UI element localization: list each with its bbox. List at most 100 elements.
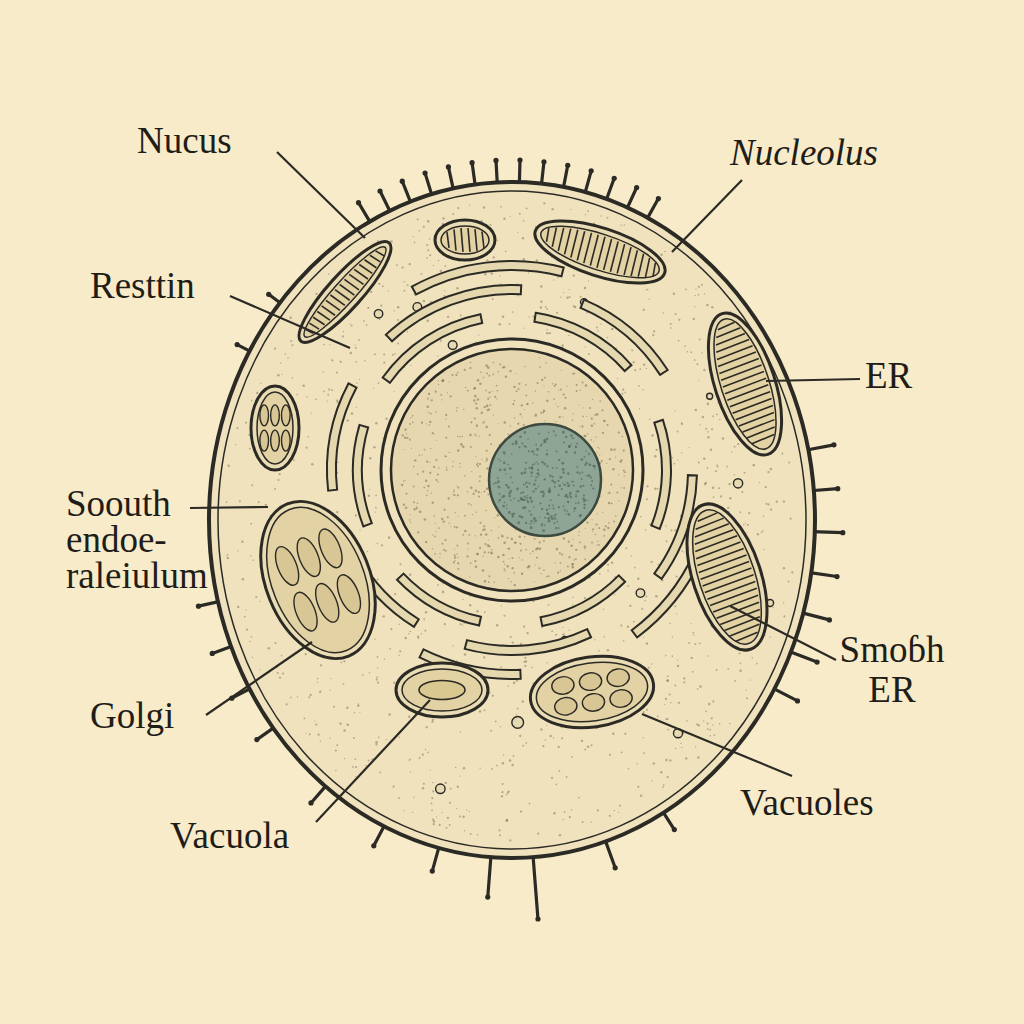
texture-dot <box>409 514 410 515</box>
texture-dot <box>616 491 618 493</box>
texture-dot <box>448 452 449 453</box>
texture-dot <box>474 395 477 398</box>
texture-dot <box>375 422 378 425</box>
texture-dot <box>709 735 711 737</box>
texture-dot <box>555 403 556 404</box>
texture-dot <box>399 624 401 626</box>
texture-dot <box>331 389 333 391</box>
texture-dot <box>549 332 551 334</box>
texture-dot <box>551 630 553 632</box>
texture-dot <box>402 267 404 269</box>
texture-dot <box>501 795 503 797</box>
texture-dot <box>691 623 692 624</box>
texture-dot <box>484 709 486 711</box>
texture-dot <box>404 449 405 450</box>
texture-dot <box>307 436 309 438</box>
projection-tip <box>430 868 435 873</box>
texture-dot <box>598 527 600 529</box>
texture-dot <box>226 501 228 503</box>
texture-dot <box>314 720 315 721</box>
texture-dot <box>759 482 760 483</box>
texture-dot <box>414 508 415 509</box>
texture-dot <box>715 470 717 472</box>
texture-dot <box>436 816 437 817</box>
texture-dot <box>252 657 253 658</box>
texture-dot <box>761 532 763 534</box>
texture-dot <box>477 834 479 836</box>
texture-dot <box>317 734 319 736</box>
texture-dot <box>539 548 541 550</box>
texture-dot <box>260 383 261 384</box>
texture-dot <box>480 371 482 373</box>
projection-tip <box>266 292 271 297</box>
texture-dot <box>744 472 746 474</box>
texture-dot <box>528 272 529 273</box>
texture-dot <box>503 568 505 570</box>
texture-dot <box>712 415 714 417</box>
texture-dot <box>290 697 292 699</box>
texture-dot <box>227 554 229 556</box>
texture-dot <box>350 352 353 355</box>
texture-dot <box>756 663 758 665</box>
texture-dot <box>353 737 355 739</box>
texture-dot <box>256 392 258 394</box>
organelle-inner <box>247 492 389 667</box>
texture-dot <box>711 428 713 430</box>
texture-dot <box>356 407 357 408</box>
texture-dot <box>514 584 516 586</box>
texture-dot <box>517 295 519 297</box>
texture-dot <box>475 403 476 404</box>
er-cisternae <box>327 261 702 679</box>
texture-dot <box>441 518 443 520</box>
er-membrane <box>386 285 521 341</box>
texture-dot <box>281 655 283 657</box>
texture-dot <box>512 311 514 313</box>
texture-dot <box>638 587 639 588</box>
texture-dot <box>510 636 512 638</box>
texture-dot <box>408 715 411 718</box>
texture-dot <box>375 495 377 497</box>
texture-dot <box>311 412 312 413</box>
texture-dot <box>417 218 419 220</box>
texture-dot <box>279 677 281 679</box>
texture-dot <box>413 796 415 798</box>
texture-dot <box>720 495 722 497</box>
texture-dot <box>552 383 553 384</box>
crista <box>717 322 735 329</box>
texture-dot <box>594 639 596 641</box>
texture-dot <box>638 385 640 387</box>
texture-dot <box>499 363 501 365</box>
texture-dot <box>703 369 705 371</box>
texture-dot <box>714 734 716 736</box>
texture-dot <box>393 310 394 311</box>
projection-tip <box>613 865 618 870</box>
texture-dot <box>579 390 580 391</box>
texture-dot <box>409 631 411 633</box>
texture-dot <box>493 414 494 415</box>
texture-dot <box>464 515 466 517</box>
texture-dot <box>658 564 659 565</box>
texture-dot <box>435 411 437 413</box>
texture-dot <box>508 685 510 687</box>
texture-dot <box>414 459 416 461</box>
texture-dot <box>492 298 494 300</box>
texture-dot <box>431 809 433 811</box>
texture-dot <box>359 712 360 713</box>
texture-dot <box>454 549 455 550</box>
texture-dot <box>662 786 664 788</box>
texture-dot <box>466 809 467 810</box>
texture-dot <box>535 538 536 539</box>
texture-dot <box>522 700 524 702</box>
texture-dot <box>704 483 706 485</box>
texture-dot <box>575 549 577 551</box>
texture-dot <box>425 749 426 750</box>
texture-dot <box>711 717 713 719</box>
texture-dot <box>712 724 713 725</box>
organelle-outer <box>694 304 797 463</box>
texture-dot <box>459 467 460 468</box>
texture-dot <box>492 374 494 376</box>
crista <box>702 568 752 586</box>
texture-dot <box>417 635 419 637</box>
texture-dot <box>340 361 342 363</box>
texture-dot <box>315 723 317 725</box>
